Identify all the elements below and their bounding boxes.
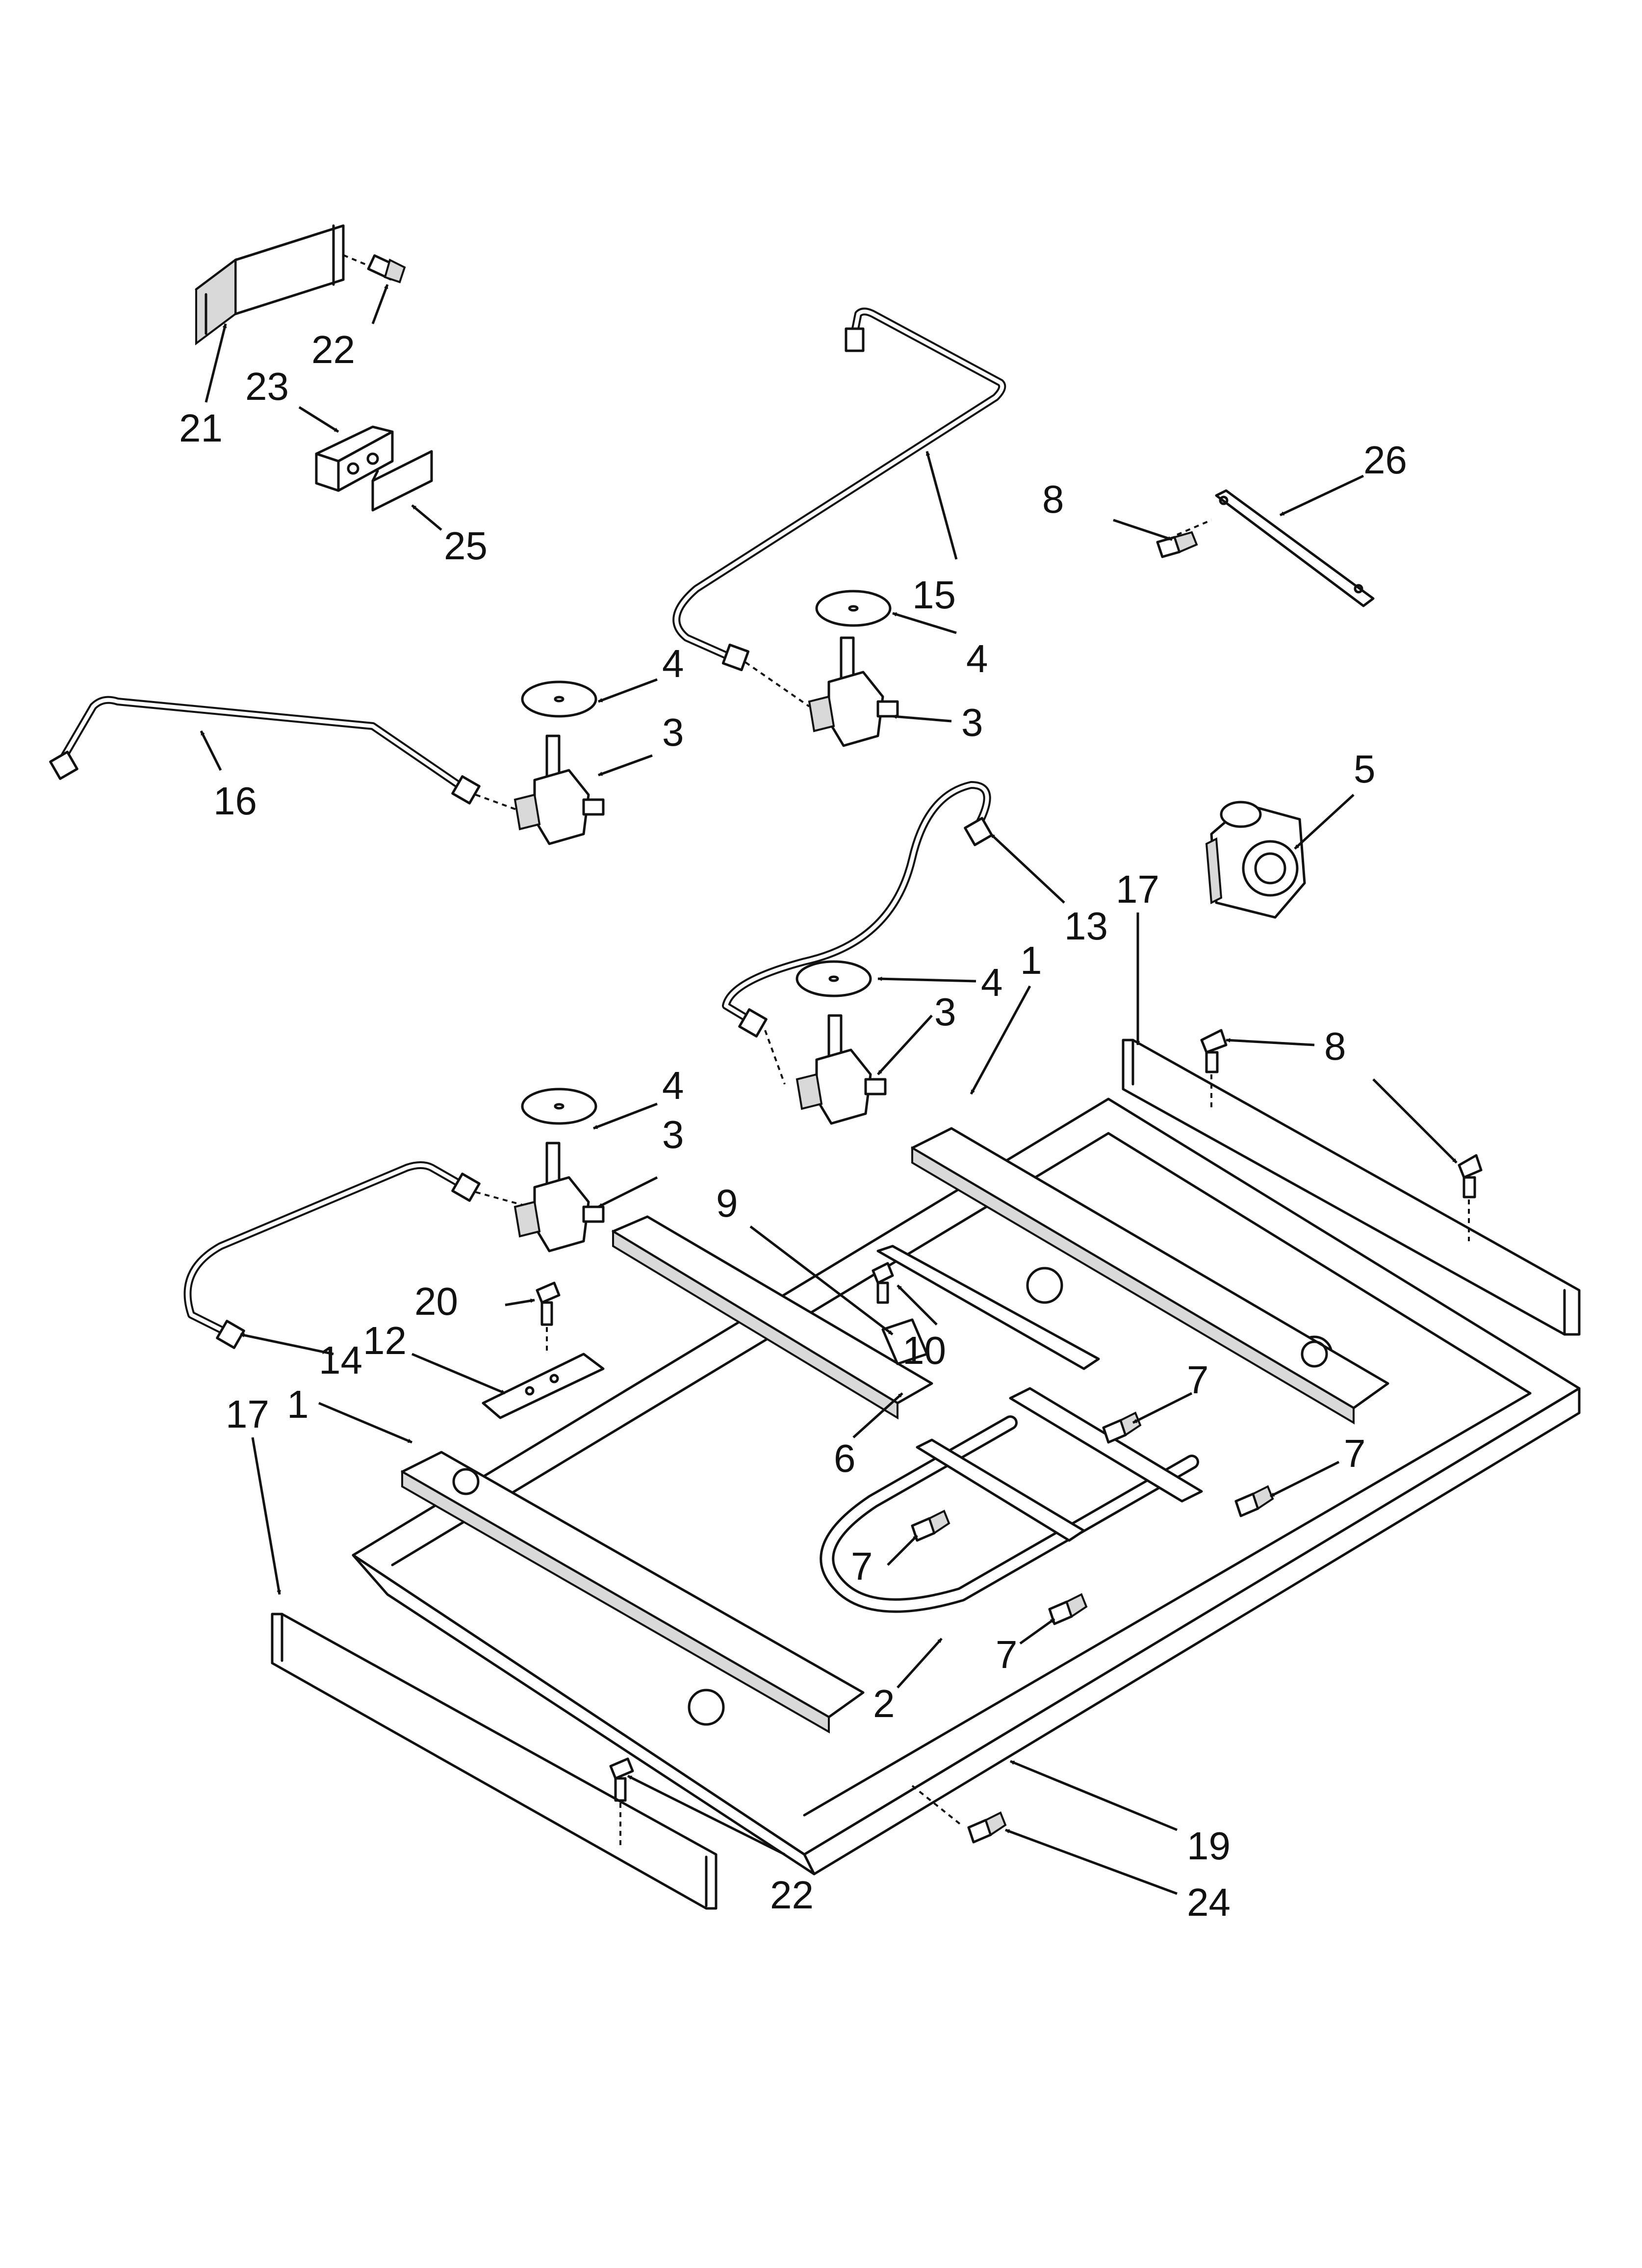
callout-10: 10: [902, 1329, 946, 1372]
callout-4-c: 4: [981, 961, 1003, 1004]
part-25-clip: [371, 450, 433, 512]
part-22-screw-bottom: [609, 1757, 634, 1850]
callout-4-a: 4: [966, 637, 988, 680]
part-3-valve-a: [808, 636, 899, 747]
part-16-tube: [49, 696, 530, 815]
callout-3-b: 3: [662, 710, 684, 754]
part-13-tube: [722, 781, 993, 1085]
callout-7-c: 7: [851, 1544, 873, 1588]
callout-22-top: 22: [311, 328, 355, 371]
callout-24: 24: [1187, 1880, 1231, 1924]
callout-23: 23: [245, 365, 289, 408]
callout-9: 9: [716, 1181, 738, 1225]
part-7-screw-b: [1234, 1485, 1274, 1517]
callout-8-b: 8: [1324, 1024, 1346, 1068]
part-23-module: [315, 425, 394, 492]
callout-15: 15: [912, 573, 956, 617]
part-17-panel-left: [271, 1613, 718, 1910]
part-7-screw-d: [1048, 1593, 1088, 1625]
callout-16: 16: [213, 779, 257, 823]
part-5-regulator: [1205, 801, 1306, 919]
part-24-screw: [911, 1785, 1007, 1844]
callout-7-b: 7: [1344, 1432, 1366, 1475]
callout-1-upper: 1: [1020, 938, 1042, 982]
part-3-valve-d: [513, 1142, 605, 1252]
part-4-washer-c: [795, 960, 872, 997]
part-3-valve-c: [795, 1014, 887, 1125]
callouts: 1 1 2 3 3 3 3 4 4 4 4 5 6 7 7 7 7 8 8 9 …: [179, 328, 1407, 1924]
callout-17-lower: 17: [226, 1392, 269, 1436]
callout-12: 12: [363, 1319, 407, 1362]
part-1-brace-rear: [911, 1127, 1389, 1425]
callout-1-lower: 1: [287, 1382, 309, 1426]
leader-lines: [200, 284, 1458, 1895]
callout-14: 14: [319, 1338, 362, 1382]
callout-7-a: 7: [1187, 1358, 1209, 1402]
part-22-screw-top: [343, 254, 406, 284]
part-6-bracket: [876, 1245, 1100, 1370]
part-2-burner: [820, 1387, 1203, 1613]
callout-19: 19: [1187, 1824, 1231, 1868]
callout-21: 21: [179, 406, 223, 450]
part-4-washer-b: [521, 680, 597, 718]
callout-7-d: 7: [996, 1633, 1018, 1676]
callout-4-d: 4: [662, 1064, 684, 1107]
part-17-panel-right: [1122, 1039, 1581, 1336]
part-8-screw-b: [1200, 1029, 1228, 1109]
part-10-screw: [872, 1262, 928, 1365]
part-7-screw-a: [1102, 1411, 1142, 1444]
callout-3-d: 3: [662, 1113, 684, 1156]
callout-22-bottom: 22: [770, 1873, 814, 1917]
callout-13: 13: [1064, 904, 1108, 948]
callout-8-a: 8: [1042, 477, 1064, 521]
part-4-washer-d: [521, 1088, 597, 1125]
part-12-bracket: [482, 1353, 605, 1419]
callout-25: 25: [444, 524, 487, 568]
part-3-valve-b: [513, 734, 605, 845]
part-15-tube: [672, 308, 1006, 707]
callout-4-b: 4: [662, 642, 684, 685]
part-26-rod: [1215, 489, 1375, 607]
callout-2: 2: [873, 1682, 895, 1725]
part-20-screw: [536, 1281, 561, 1354]
part-1-brace-front: [401, 1451, 865, 1734]
part-8-screw-c: [1458, 1154, 1483, 1241]
part-9-bar: [612, 1215, 933, 1420]
callout-6: 6: [834, 1436, 856, 1480]
part-21-bracket: [195, 224, 345, 345]
part-14-tube: [183, 1161, 530, 1349]
callout-26: 26: [1363, 438, 1407, 482]
part-4-washer-a: [815, 590, 892, 627]
callout-3-a: 3: [961, 701, 983, 744]
callout-5: 5: [1354, 747, 1376, 791]
callout-17-upper: 17: [1116, 867, 1159, 911]
callout-3-c: 3: [934, 990, 956, 1034]
callout-20: 20: [414, 1279, 458, 1323]
